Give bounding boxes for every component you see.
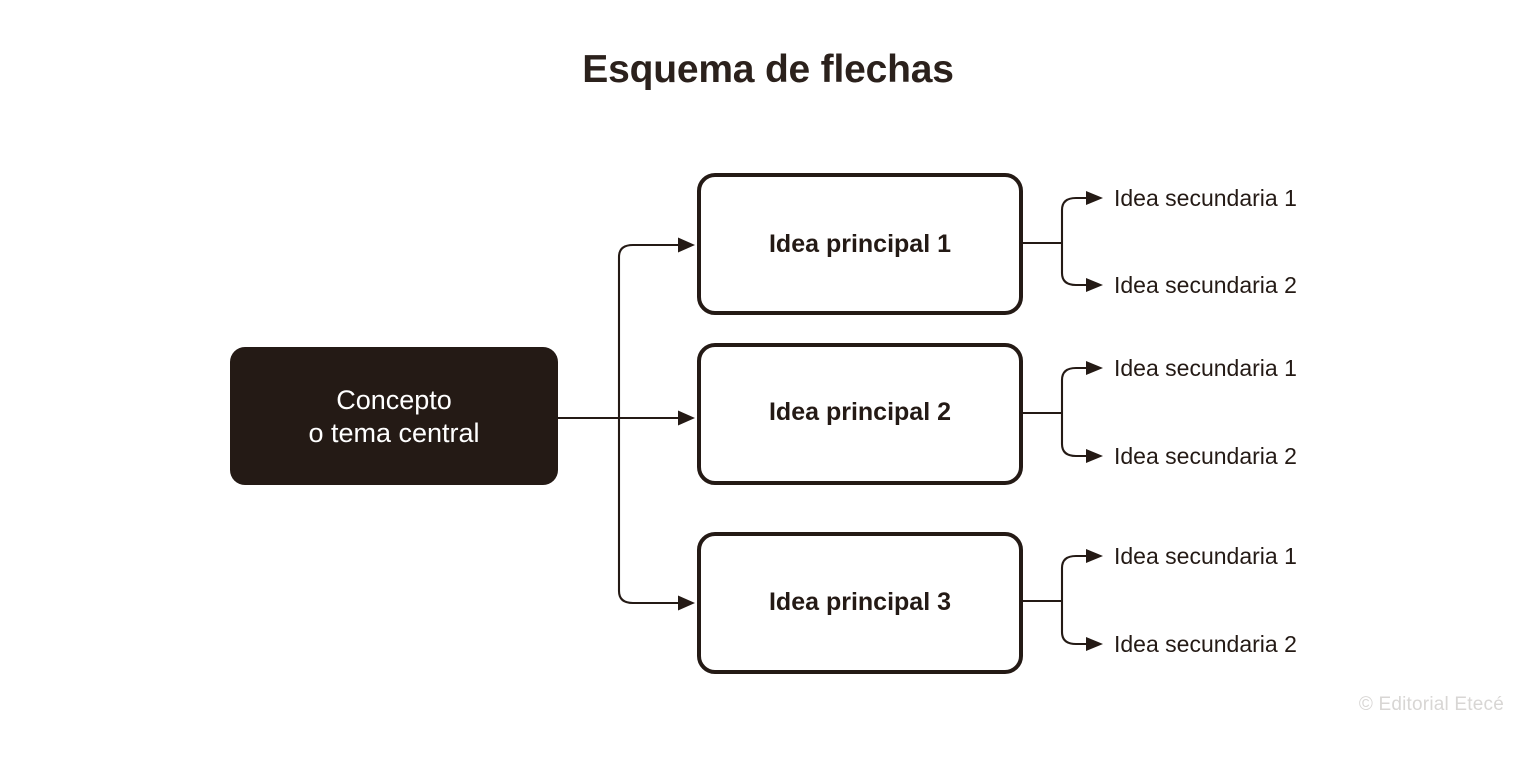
branch-1-secondary-connectors: Idea secundaria 1 Idea secundaria 2 [1021,185,1297,298]
arrow-head-to-main-1 [678,237,695,253]
branch-3-secondary-2-label: Idea secundaria 2 [1114,631,1297,657]
branch-3-secondary-connectors: Idea secundaria 1 Idea secundaria 2 [1021,543,1297,657]
arrow-head-branch-1-sec-2 [1086,278,1103,292]
branch-1-curve-down [1060,243,1086,287]
arrow-head-branch-2-sec-2 [1086,449,1103,463]
main-node-3[interactable]: Idea principal 3 [697,532,1023,674]
arrow-head-branch-3-sec-2 [1086,637,1103,651]
main-node-1-label: Idea principal 1 [769,230,951,258]
branch-2-secondary-2-label: Idea secundaria 2 [1114,443,1297,469]
arrow-head-branch-2-sec-1 [1086,361,1103,375]
central-node[interactable]: Concepto o tema central [230,347,558,485]
branch-2-curve-down [1060,413,1086,458]
main-node-1[interactable]: Idea principal 1 [697,173,1023,315]
spine-line-up [617,243,678,418]
branch-3-secondary-1-label: Idea secundaria 1 [1114,543,1297,569]
arrow-head-branch-3-sec-1 [1086,549,1103,563]
spine-branch-down [617,418,695,611]
central-node-label-line1: Concepto [336,385,452,415]
branch-3-curve-up [1060,554,1086,601]
main-node-2[interactable]: Idea principal 2 [697,343,1023,485]
page-title: Esquema de flechas [582,48,954,91]
editorial-credit: © Editorial Etecé [1358,694,1504,715]
spine-branch-up [617,237,695,418]
branch-1-secondary-1-label: Idea secundaria 1 [1114,185,1297,211]
arrow-head-branch-1-sec-1 [1086,191,1103,205]
central-node-label-line2: o tema central [308,418,479,448]
main-node-3-box[interactable] [697,532,1023,674]
branch-2-secondary-connectors: Idea secundaria 1 Idea secundaria 2 [1021,355,1297,469]
central-node-box[interactable] [230,347,558,485]
arrow-head-to-main-3 [678,595,695,611]
arrow-head-to-main-2 [678,410,695,426]
branch-2-secondary-1-label: Idea secundaria 1 [1114,355,1297,381]
spine-line-down [617,418,678,605]
branch-1-curve-up [1060,196,1086,243]
branch-3-curve-down [1060,601,1086,646]
main-node-3-label: Idea principal 3 [769,588,951,616]
branch-1-secondary-2-label: Idea secundaria 2 [1114,272,1297,298]
central-to-spine-connector [558,410,695,426]
main-node-2-label: Idea principal 2 [769,398,951,426]
branch-2-curve-up [1060,366,1086,413]
